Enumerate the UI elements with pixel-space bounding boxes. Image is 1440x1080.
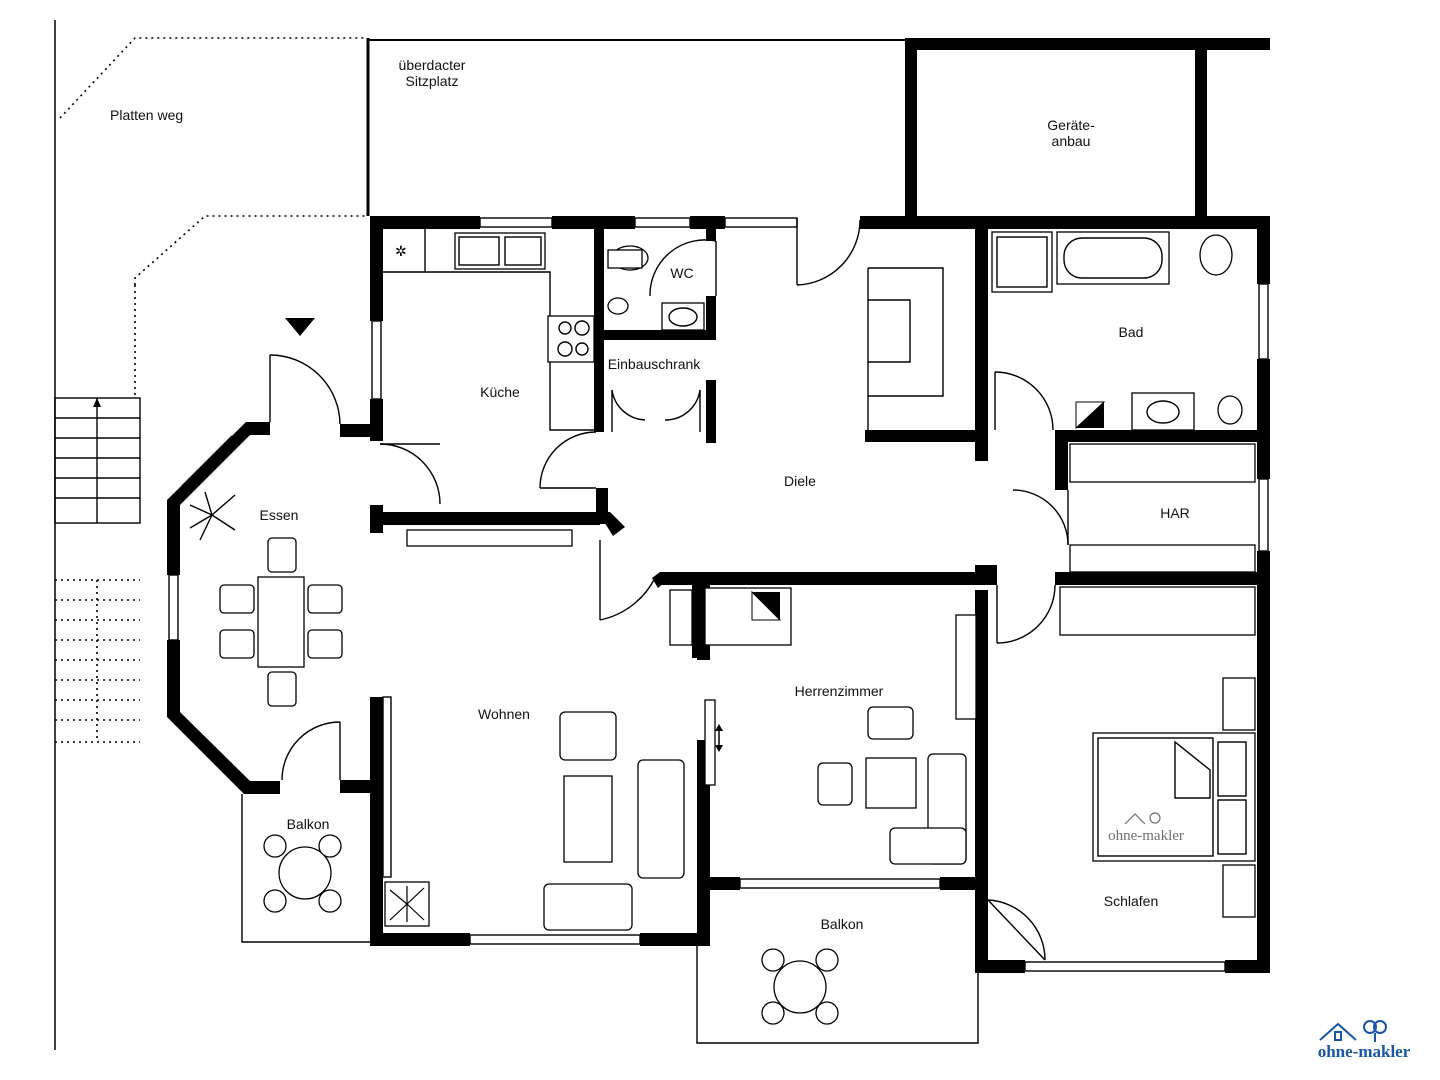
bedroom-furniture: [1059, 586, 1256, 918]
watermark-text: ohne-makler: [1108, 828, 1184, 844]
label-bad: Bad: [1119, 324, 1144, 340]
label-balkon-west: Balkon: [287, 816, 330, 832]
label-wc: WC: [670, 265, 693, 281]
label-geraete-2: anbau: [1052, 133, 1091, 149]
west-balcony-outline: [241, 794, 370, 943]
shed-walls: [905, 38, 1270, 218]
label-balkon-sued: Balkon: [821, 916, 864, 932]
svg-text:✲: ✲: [395, 244, 407, 260]
plant-icon: [189, 491, 430, 927]
label-sitzplatz-2: Sitzplatz: [406, 73, 459, 89]
room-labels: Platten weg überdacter Sitzplatz Geräte-…: [110, 57, 1190, 932]
west-balcony-table: [263, 834, 342, 913]
har-shelves: [1069, 443, 1256, 573]
dining-furniture: [219, 537, 343, 707]
label-geraete-1: Geräte-: [1047, 117, 1095, 133]
label-herrenzimmer: Herrenzimmer: [795, 683, 884, 699]
label-wohnen: Wohnen: [478, 706, 530, 722]
covered-patio: [366, 38, 905, 216]
kitchen-counter: ✲: [383, 229, 595, 431]
interior-walls: [370, 229, 1270, 890]
label-schlafen: Schlafen: [1104, 893, 1158, 909]
label-kueche: Küche: [480, 384, 520, 400]
terrace-outline: [54, 20, 365, 1050]
entrance-arrow-icon: [285, 318, 315, 336]
study-furniture: [669, 587, 977, 865]
label-sitzplatz-1: überdacter: [399, 57, 466, 73]
label-essen: Essen: [260, 507, 299, 523]
logo: ohne-makler: [1318, 1020, 1411, 1061]
stairs-icon: [54, 397, 141, 743]
exterior-walls: [340, 216, 1270, 973]
bed-watermark: ohne-makler: [1108, 812, 1184, 844]
label-einbauschrank: Einbauschrank: [608, 356, 702, 372]
logo-house-icon: [1319, 1020, 1387, 1042]
bath-fixtures: [991, 231, 1243, 431]
south-balcony-table: [761, 948, 839, 1025]
doors: [269, 219, 1069, 961]
label-platten-weg: Platten weg: [110, 107, 183, 123]
label-har: HAR: [1160, 505, 1190, 521]
label-diele: Diele: [784, 473, 816, 489]
wc-fixtures: [607, 245, 705, 331]
logo-text: ohne-makler: [1318, 1042, 1411, 1061]
closet-shape: [867, 267, 944, 430]
south-balcony-outline: [696, 946, 979, 1044]
dining-bay-walls: [167, 422, 280, 794]
living-furniture: [406, 529, 685, 931]
